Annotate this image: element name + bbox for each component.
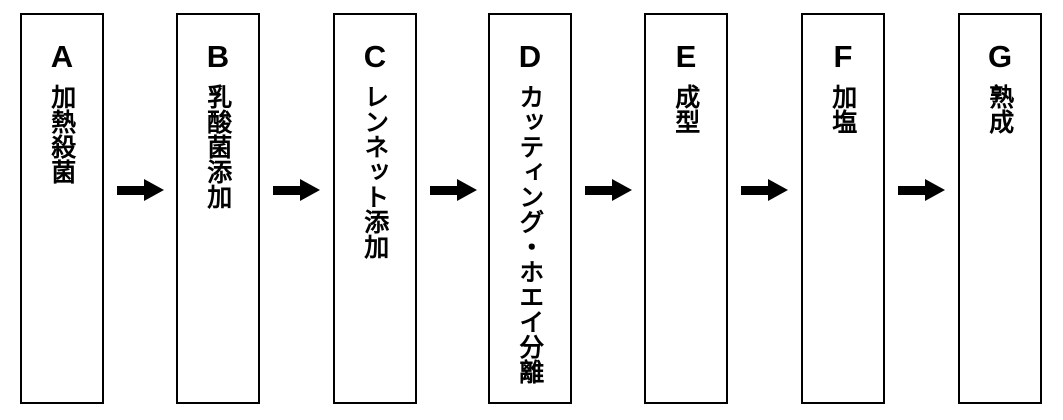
arrow-head xyxy=(144,179,164,201)
step-label-f: 加塩 xyxy=(828,84,858,134)
arrow-shaft xyxy=(430,186,459,195)
arrow-head xyxy=(300,179,320,201)
arrow-head xyxy=(768,179,788,201)
step-letter-e: E xyxy=(675,39,697,74)
process-step-a[interactable]: A 加熱殺菌 xyxy=(20,13,104,404)
process-step-c[interactable]: C レンネット添加 xyxy=(333,13,417,404)
arrow-head xyxy=(457,179,477,201)
arrow-right-icon-b-to-c xyxy=(273,179,320,202)
arrow-right-icon-f-to-g xyxy=(898,179,945,202)
process-step-b[interactable]: B 乳酸菌添加 xyxy=(176,13,260,404)
step-letter-b: B xyxy=(206,39,230,74)
arrow-shaft xyxy=(585,186,614,195)
step-letter-f: F xyxy=(833,39,853,74)
step-label-d: カッティング・ホエイ分離 xyxy=(515,84,545,384)
arrow-shaft xyxy=(117,186,146,195)
step-label-c: レンネット添加 xyxy=(360,84,390,259)
arrow-shaft xyxy=(273,186,302,195)
arrow-right-icon-d-to-e xyxy=(585,179,632,202)
step-label-b: 乳酸菌添加 xyxy=(203,84,233,209)
arrow-head xyxy=(612,179,632,201)
step-letter-d: D xyxy=(518,39,542,74)
step-letter-a: A xyxy=(50,39,74,74)
process-step-d[interactable]: D カッティング・ホエイ分離 xyxy=(488,13,572,404)
arrow-head xyxy=(925,179,945,201)
step-letter-g: G xyxy=(987,39,1013,74)
arrow-shaft xyxy=(898,186,927,195)
step-label-g: 熟成 xyxy=(985,84,1015,134)
step-label-e: 成型 xyxy=(671,84,701,134)
arrow-shaft xyxy=(741,186,770,195)
process-step-f[interactable]: F 加塩 xyxy=(801,13,885,404)
arrow-right-icon-c-to-d xyxy=(430,179,477,202)
process-step-e[interactable]: E 成型 xyxy=(644,13,728,404)
arrow-right-icon-e-to-f xyxy=(741,179,788,202)
arrow-right-icon-a-to-b xyxy=(117,179,164,202)
step-letter-c: C xyxy=(363,39,387,74)
step-label-a: 加熱殺菌 xyxy=(47,84,77,184)
process-step-g[interactable]: G 熟成 xyxy=(958,13,1042,404)
